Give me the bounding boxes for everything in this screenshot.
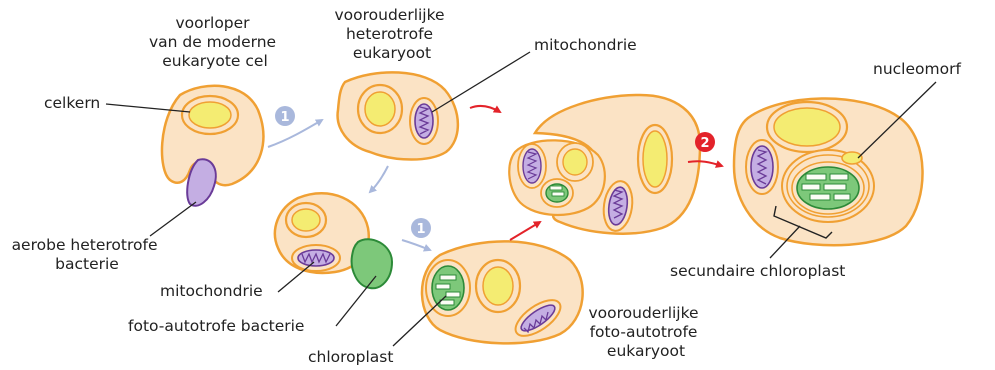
secondary-chloroplast	[782, 150, 874, 222]
nucleus	[182, 96, 238, 134]
label-secondary-chloroplast: secundaire chloroplast	[670, 262, 845, 280]
arrow-red-top	[470, 106, 500, 112]
leader-aerobic-bacterium	[150, 202, 196, 236]
step2-badge: 2	[695, 132, 715, 152]
secondary-engulfing-cell	[509, 95, 700, 234]
label-ancestral-photoautotroph: voorouderlijke foto-autotrofe eukaryoot	[588, 304, 703, 360]
leader-mitochondrion-top	[432, 52, 530, 112]
label-photoautotrophic-bacterium: foto-autotrofe bacterie	[128, 317, 304, 335]
secondary-chloroplast-cell	[734, 98, 923, 245]
arrow-step1-bottom	[402, 240, 430, 250]
label-ancestral-heterotroph: voorouderlijke heterotrofe eukaryoot	[334, 6, 449, 62]
arrow-step1-top	[268, 120, 322, 147]
nucleomorph	[842, 152, 862, 164]
engulfed-photoautotroph	[509, 140, 605, 215]
label-nucleus: celkern	[44, 94, 100, 112]
svg-text:1: 1	[416, 222, 425, 237]
arrow-red-bottom	[510, 222, 540, 240]
step1-badge-top: 1	[275, 106, 295, 126]
svg-text:2: 2	[700, 136, 709, 151]
svg-text:1: 1	[280, 110, 289, 125]
chloroplast-cell-d	[426, 260, 470, 316]
label-precursor: voorloper van de moderne eukaryote cel	[149, 14, 281, 70]
label-chloroplast: chloroplast	[308, 348, 393, 366]
precursor-cell	[162, 86, 263, 206]
label-aerobic-bacterium: aerobe heterotrofe bacterie	[12, 236, 163, 273]
mitochondrion-cell-f	[746, 140, 778, 194]
mitochondrion-cell-b	[410, 98, 438, 144]
mitochondrion-cell-c	[292, 245, 340, 271]
label-mitochondrion-bottom: mitochondrie	[160, 282, 263, 300]
label-mitochondrion-top: mitochondrie	[534, 36, 637, 54]
ancestral-heterotroph-cell	[338, 72, 458, 159]
step1-badge-bottom: 1	[411, 218, 431, 238]
arrow-down-blue	[370, 166, 388, 192]
label-nucleomorph: nucleomorf	[873, 60, 961, 78]
ancestral-photoautotroph-cell	[422, 241, 583, 343]
engulfing-cell	[275, 193, 392, 288]
leader-photoautotrophic-bacterium	[336, 276, 376, 326]
